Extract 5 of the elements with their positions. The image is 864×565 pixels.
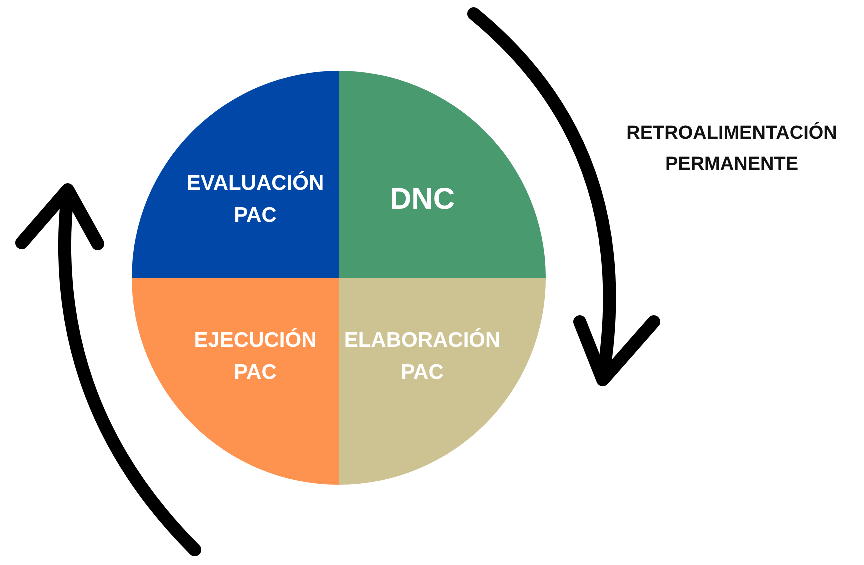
quadrant-label: EJECUCIÓN PAC [193,327,318,386]
quadrant-label: ELABORACIÓN PAC [343,327,502,386]
quadrant-label: DNC [390,182,455,218]
quadrant-label: EVALUACIÓN PAC [186,170,326,228]
cycle-label: RETROALIMENTACIÓN PERMANENTE [626,121,838,178]
